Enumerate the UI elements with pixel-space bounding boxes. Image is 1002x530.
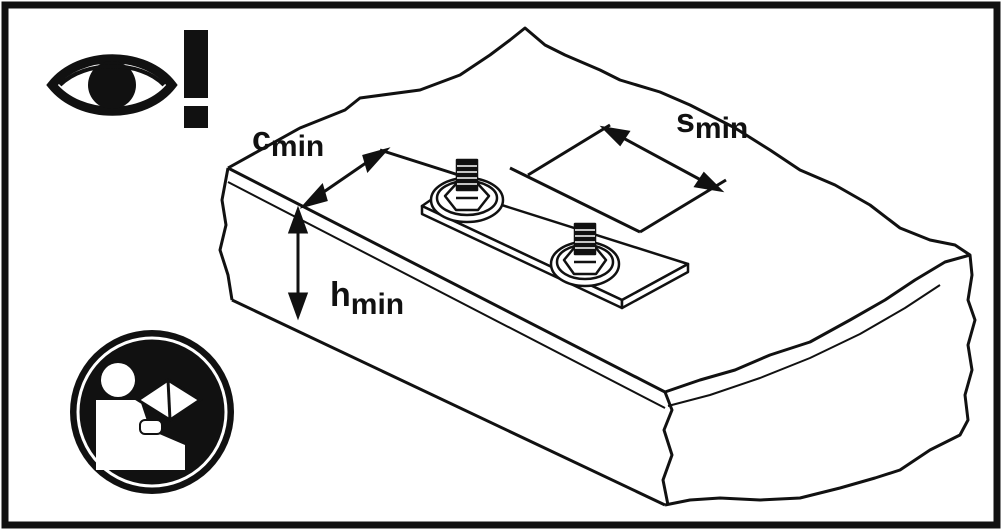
h-arrow-head-top bbox=[287, 205, 309, 234]
h-min-main: h bbox=[330, 276, 351, 314]
c-min-label: cmin bbox=[252, 120, 324, 163]
concrete-block bbox=[218, 26, 977, 507]
bolt-2 bbox=[549, 222, 621, 288]
block-outline bbox=[227, 26, 977, 507]
c-min-main: c bbox=[252, 120, 271, 158]
h-arrow-head-bottom bbox=[287, 292, 309, 321]
block-left-edge bbox=[218, 167, 234, 301]
s-min-main: s bbox=[676, 102, 695, 140]
block-front-top-edge bbox=[227, 166, 666, 394]
c-arrow-head-end bbox=[362, 147, 391, 174]
h-min-label: hmin bbox=[330, 276, 404, 321]
s-arrow-head-end bbox=[693, 171, 725, 193]
h-min-sub: min bbox=[351, 288, 404, 321]
block-right-top-edge bbox=[664, 253, 971, 394]
s-axis-line bbox=[509, 166, 641, 234]
block-bottom-edge bbox=[231, 298, 666, 507]
bolt-1 bbox=[429, 158, 505, 224]
s-arrow-line bbox=[611, 130, 713, 188]
s-arrow-head-start bbox=[599, 125, 631, 147]
s-min-label: smin bbox=[676, 102, 748, 145]
s-extension-line-1 bbox=[527, 123, 611, 177]
read-manual-icon bbox=[70, 330, 234, 494]
c-arrow-head-start bbox=[299, 182, 328, 209]
s-min-sub: min bbox=[695, 112, 748, 145]
block-corner-edge bbox=[661, 391, 674, 506]
dimension-lines bbox=[287, 123, 727, 321]
observe-warning-icon bbox=[46, 30, 208, 128]
c-min-sub: min bbox=[271, 130, 324, 163]
plate-side bbox=[620, 262, 690, 310]
anchor-plate bbox=[420, 158, 690, 310]
block-right-top-shadow bbox=[667, 284, 941, 407]
